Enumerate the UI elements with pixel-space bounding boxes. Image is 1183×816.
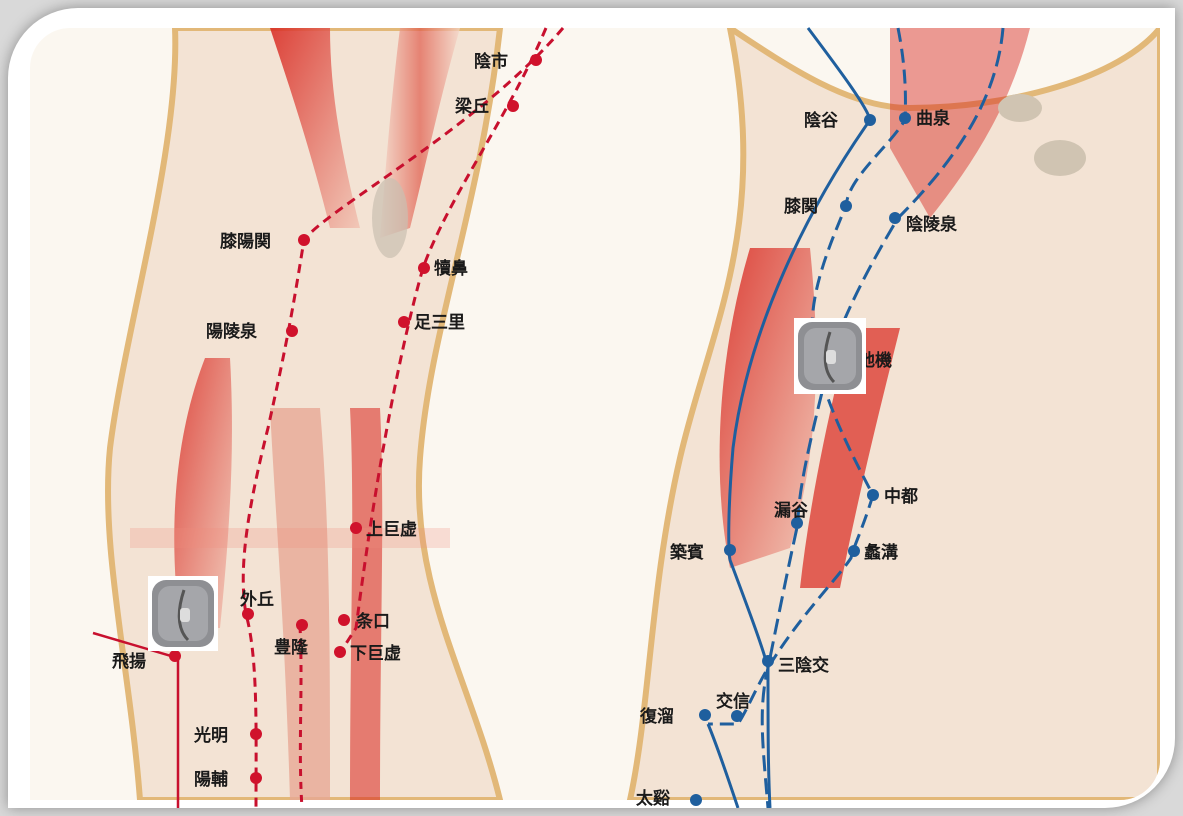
label-ryokyu: 梁丘: [454, 96, 489, 117]
point-dot-komei[interactable]: [250, 728, 262, 740]
point-dot-chikuhin[interactable]: [724, 544, 736, 556]
point-dot-yoho[interactable]: [250, 772, 262, 784]
label-komei: 光明: [193, 725, 228, 746]
gallbladder-meridian-line: [243, 28, 563, 808]
point-dot-saninko[interactable]: [762, 655, 774, 667]
label-tokubi: 犢鼻: [434, 258, 468, 279]
label-saninko: 三陰交: [778, 655, 829, 676]
point-dot-inshi[interactable]: [530, 54, 542, 66]
point-dot-kyokusen[interactable]: [899, 112, 911, 124]
point-dot-jokokyo[interactable]: [350, 522, 362, 534]
label-kyokusen: 曲泉: [916, 108, 951, 129]
label-rokoku: 漏谷: [774, 501, 809, 521]
label-chikuhin: 築賓: [669, 542, 704, 563]
point-dot-ashisanri[interactable]: [398, 316, 410, 328]
label-inkoku: 陰谷: [804, 110, 839, 131]
point-dot-fukuryu[interactable]: [699, 709, 711, 721]
point-dot-joko[interactable]: [338, 614, 350, 626]
electrode-pad-icon[interactable]: [794, 318, 866, 394]
point-dot-inkoku[interactable]: [864, 114, 876, 126]
point-dot-horyu[interactable]: [296, 619, 308, 631]
label-horyu: 豊隆: [274, 637, 309, 658]
point-dot-gekokyo[interactable]: [334, 646, 346, 658]
label-yoryosen: 陽陵泉: [206, 321, 258, 342]
point-dot-inryosen[interactable]: [889, 212, 901, 224]
point-dot-tokubi[interactable]: [418, 262, 430, 274]
label-jokokyo: 上巨虚: [366, 520, 417, 540]
point-dot-taikei[interactable]: [690, 794, 702, 806]
stomach-meridian-line: [340, 28, 546, 653]
label-shitsuyokan: 膝陽関: [220, 231, 271, 252]
image-frame: 陰市 梁丘 膝陽関 犢鼻 陽陵泉 足三里 上巨虚 外丘 条口 豊隆 下巨虚 飛揚…: [8, 8, 1175, 808]
electrode-pad-icon[interactable]: [148, 576, 218, 651]
label-shitsukan: 膝関: [784, 196, 818, 217]
point-dot-chuto[interactable]: [867, 489, 879, 501]
point-dot-hiyo[interactable]: [169, 650, 181, 662]
left-point-markers: [169, 54, 542, 784]
label-joko: 条口: [355, 611, 390, 632]
label-inshi: 陰市: [474, 51, 508, 72]
label-yoho: 陽輔: [194, 769, 228, 790]
point-dot-shitsuyokan[interactable]: [298, 234, 310, 246]
point-dot-reiko[interactable]: [848, 545, 860, 557]
point-dot-yoryosen[interactable]: [286, 325, 298, 337]
point-dot-ryokyu[interactable]: [507, 100, 519, 112]
label-fukuryu: 復溜: [639, 706, 674, 727]
kidney-meridian-line: [729, 28, 870, 808]
label-chuto: 中都: [884, 486, 918, 507]
label-gekokyo: 下巨虚: [350, 644, 401, 664]
label-taikei: 太谿: [636, 788, 671, 808]
point-dot-shitsukan[interactable]: [840, 200, 852, 212]
label-reiko: 蠡溝: [864, 542, 898, 563]
label-gaikyu: 外丘: [240, 589, 274, 610]
label-koshin: 交信: [716, 691, 750, 712]
label-ashisanri: 足三里: [414, 313, 465, 333]
meridian-overlay: 陰市 梁丘 膝陽関 犢鼻 陽陵泉 足三里 上巨虚 外丘 条口 豊隆 下巨虚 飛揚…: [8, 8, 1175, 808]
label-inryosen: 陰陵泉: [906, 214, 958, 235]
label-hiyo: 飛揚: [111, 652, 146, 672]
spleen-meridian-line: [762, 28, 1003, 808]
kidney-lower-line: [708, 724, 738, 808]
